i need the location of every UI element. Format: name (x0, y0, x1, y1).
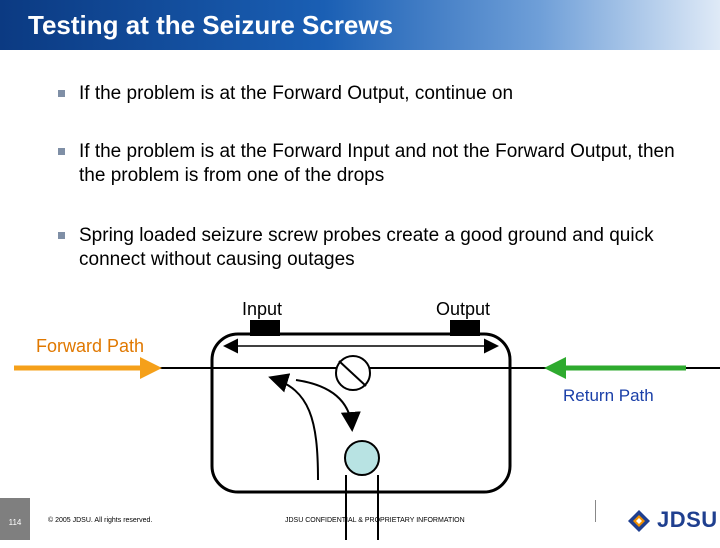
output-label: Output (436, 299, 491, 319)
return-path-arrowhead (544, 357, 566, 379)
curved-arrow-down (295, 379, 361, 432)
bullet-square-icon (58, 90, 65, 97)
forward-path-label: Forward Path (36, 336, 145, 356)
tap-housing (210, 332, 512, 494)
coupler-diagonal (338, 360, 367, 387)
return-path-label: Return Path (563, 386, 654, 405)
footer-divider (595, 500, 596, 522)
jdsu-diamond-logo-icon (628, 510, 650, 532)
input-port[interactable] (250, 320, 280, 336)
bullet-item-2: If the problem is at the Forward Input a… (58, 140, 698, 188)
footer-copyright: © 2005 JDSU. All rights reserved. (48, 517, 153, 524)
input-label: Input (242, 299, 283, 319)
bullet-text: If the problem is at the Forward Output,… (79, 83, 514, 104)
jdsu-logo-text: JDSU (657, 507, 718, 532)
slide-title: Testing at the Seizure Screws (28, 10, 394, 40)
output-port[interactable] (450, 320, 480, 336)
footer-confidential: JDSU CONFIDENTIAL & PROPRIETARY INFORMAT… (285, 517, 465, 524)
bullet-item-3: Spring loaded seizure screw probes creat… (58, 224, 698, 272)
forward-path-arrowhead (140, 357, 162, 379)
bullet-square-icon (58, 232, 65, 239)
drop-port-circle (344, 440, 380, 476)
bullet-square-icon (58, 148, 65, 155)
bullet-item-1: If the problem is at the Forward Output,… (58, 82, 698, 106)
title-bar: Testing at the Seizure Screws (0, 0, 720, 50)
curved-arrow-up (268, 373, 319, 481)
bullet-text: If the problem is at the Forward Input a… (79, 141, 675, 186)
page-number: 114 (0, 498, 30, 540)
bullet-text: Spring loaded seizure screw probes creat… (79, 225, 654, 270)
